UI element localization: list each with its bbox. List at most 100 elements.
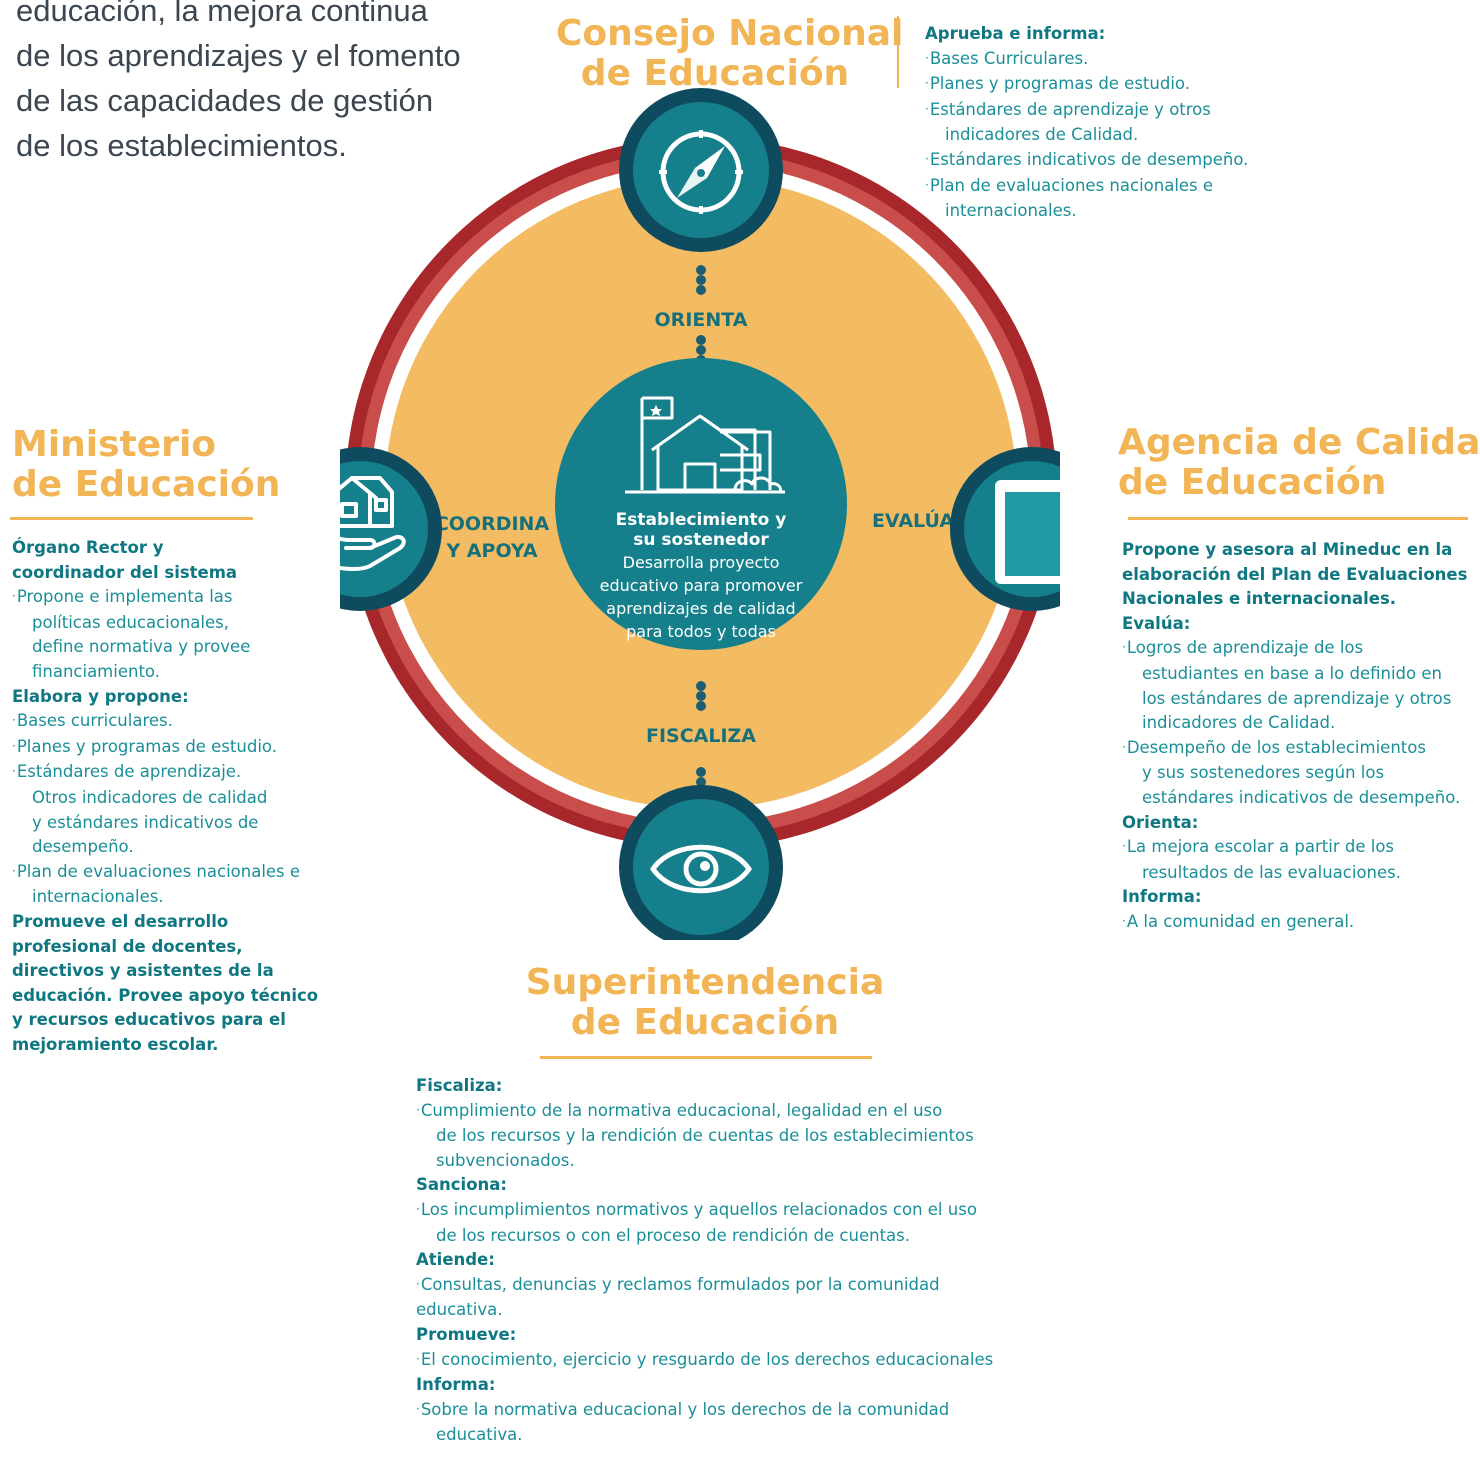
info-heading: educación. Provee apoyo técnico <box>12 985 319 1005</box>
agencia-title-line: Agencia de Calidad <box>1118 422 1480 463</box>
info-heading: Informa: <box>1122 887 1202 907</box>
info-line: financiamiento. <box>32 661 160 681</box>
center-title-line: Establecimiento y <box>616 510 787 530</box>
info-heading: Aprueba e informa: <box>925 24 1106 43</box>
eye-icon <box>649 844 753 894</box>
superintendencia-node <box>619 785 783 940</box>
center-body-line: Desarrolla proyecto <box>623 553 780 572</box>
info-line: resultados de las evaluaciones. <box>1142 862 1401 882</box>
intro-paragraph: educación, la mejora continua de los apr… <box>16 0 536 168</box>
center-title-line: su sostenedor <box>633 530 769 550</box>
info-line: Cumplimiento de la normativa educacional… <box>416 1099 993 1125</box>
info-line: Bases Curriculares. <box>925 47 1248 73</box>
agencia-info: Propone y asesora al Mineduc en la elabor… <box>1122 538 1467 936</box>
intro-line: de los establecimientos. <box>16 128 347 163</box>
info-line: El conocimiento, ejercicio y resguardo d… <box>416 1348 993 1374</box>
info-heading: Informa: <box>416 1375 496 1395</box>
info-heading: mejoramiento escolar. <box>12 1034 219 1054</box>
info-line: educativa. <box>436 1425 523 1445</box>
info-line: Estándares indicativos de desempeño. <box>925 148 1249 174</box>
info-line: Estándares de aprendizaje. <box>12 760 318 786</box>
info-line: indicadores de Calidad. <box>945 125 1139 145</box>
info-heading: Fiscaliza: <box>416 1076 503 1095</box>
info-line: los estándares de aprendizaje y otros <box>1142 688 1452 708</box>
info-line: subvencionados. <box>436 1150 575 1170</box>
info-heading: Promueve: <box>416 1324 517 1344</box>
ministerio-node <box>340 447 442 611</box>
info-line: internacionales. <box>32 887 164 907</box>
info-heading: Sanciona: <box>416 1175 508 1195</box>
center-body-line: educativo para promover <box>600 576 803 595</box>
info-line: Planes y programas de estudio. <box>925 72 1248 98</box>
info-line: Logros de aprendizaje de los <box>1122 636 1467 662</box>
consejo-title: Consejo Nacional de Educación <box>556 14 903 94</box>
info-heading: coordinador del sistema <box>12 562 238 582</box>
info-heading: Promueve el desarrollo <box>12 911 229 931</box>
center-body-line: aprendizajes de calidad <box>606 599 795 618</box>
info-line: La mejora escolar a partir de los <box>1122 835 1467 861</box>
verb-orienta: ORIENTA <box>655 309 748 331</box>
school-building-icon <box>625 396 785 494</box>
cycle-diagram: ORIENTA FISCALIZA EVALÚA COORDINA Y APOY… <box>340 88 1060 940</box>
info-heading: Elabora y propone: <box>12 686 189 706</box>
info-heading: Evalúa: <box>1122 613 1191 633</box>
info-heading: Propone y asesora al Mineduc en la <box>1122 540 1453 559</box>
info-line: Plan de evaluaciones nacionales e <box>925 174 1248 200</box>
info-line: y estándares indicativos de <box>32 812 259 832</box>
center-body-line: para todos y todas <box>626 622 776 641</box>
info-line: Consultas, denuncias y reclamos formulad… <box>416 1273 993 1299</box>
consejo-info: Aprueba e informa:Bases Curriculares.Pla… <box>925 22 1248 224</box>
consejo-node <box>619 88 783 252</box>
superintendencia-title-line: de Educación <box>570 1002 840 1043</box>
intro-line: de las capacidades de gestión <box>16 83 434 118</box>
info-line: Desempeño de los establecimientos <box>1122 736 1467 762</box>
info-line: Sobre la normativa educacional y los der… <box>416 1398 993 1424</box>
ministerio-title: Ministerio de Educación <box>12 425 280 505</box>
info-line: A la comunidad en general. <box>1122 910 1467 936</box>
superintendencia-rule <box>540 1056 872 1059</box>
ministerio-info: Órgano Rector y coordinador del sistemaPr… <box>12 536 318 1057</box>
agencia-title: Agencia de Calidad de Educación <box>1118 423 1480 503</box>
consejo-title-line: de Educación <box>580 53 850 94</box>
info-line: de los recursos y la rendición de cuenta… <box>436 1126 974 1146</box>
verb-coordina-line: Y APOYA <box>445 540 537 562</box>
info-line: estudiantes en base a lo definido en <box>1142 663 1442 683</box>
verb-evalua: EVALÚA <box>872 508 954 532</box>
info-line: Otros indicadores de calidad <box>32 787 268 807</box>
info-line: internacionales. <box>945 201 1077 221</box>
agencia-title-line: de Educación <box>1118 462 1387 503</box>
info-heading: Orienta: <box>1122 812 1199 832</box>
info-line: desempeño. <box>32 837 134 857</box>
info-line: Estándares de aprendizaje y otros <box>925 98 1248 124</box>
info-heading: profesional de docentes, <box>12 936 243 956</box>
info-heading: Atiende: <box>416 1250 495 1270</box>
info-heading: Órgano Rector y <box>12 538 164 557</box>
compass-icon <box>659 130 743 214</box>
info-line: de los recursos o con el proceso de rend… <box>436 1225 910 1245</box>
superintendencia-info: Fiscaliza: Cumplimiento de la normativa e… <box>416 1074 993 1448</box>
info-line: estándares indicativos de desempeño. <box>1142 787 1461 807</box>
info-heading: elaboración del Plan de Evaluaciones <box>1122 564 1468 584</box>
info-line: Plan de evaluaciones nacionales e <box>12 860 318 886</box>
info-line: y sus sostenedores según los <box>1142 763 1385 783</box>
info-line: políticas educacionales, <box>32 612 229 632</box>
agencia-node <box>950 447 1060 611</box>
info-line: Planes y programas de estudio. <box>12 735 318 761</box>
agencia-rule <box>1128 517 1468 520</box>
intro-line: educación, la mejora continua <box>16 0 428 28</box>
ministerio-rule <box>10 517 253 520</box>
verb-coordina-line: COORDINA <box>435 513 550 535</box>
verb-fiscaliza: FISCALIZA <box>646 725 756 747</box>
info-heading: directivos y asistentes de la <box>12 961 274 981</box>
superintendencia-title: Superintendencia de Educación <box>505 963 905 1043</box>
consejo-divider <box>897 16 899 88</box>
superintendencia-title-line: Superintendencia <box>525 962 885 1003</box>
info-line: Los incumplimientos normativos y aquello… <box>416 1198 993 1224</box>
info-line: Propone e implementa las <box>12 585 318 611</box>
ministerio-title-line: de Educación <box>12 464 281 505</box>
info-line: indicadores de Calidad. <box>1142 713 1336 733</box>
ministerio-title-line: Ministerio <box>12 424 217 465</box>
info-line: educativa. <box>416 1300 503 1320</box>
info-heading: y recursos educativos para el <box>12 1010 286 1030</box>
info-line: define normativa y provee <box>32 637 251 657</box>
